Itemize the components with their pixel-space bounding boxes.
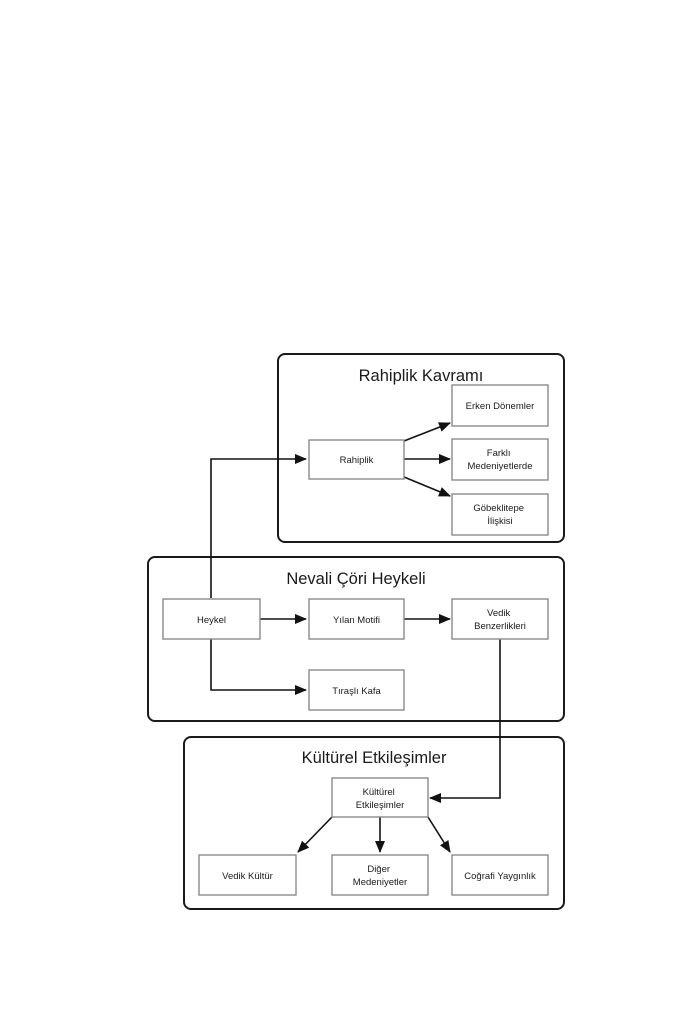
node-vedik-benzerlikleri-label: Vedik Benzerlikleri [474,608,526,632]
node-vedik-benzerlikleri-box [451,598,549,640]
node-diger-medeniyetler-label: Diğer Medeniyetler [353,864,407,888]
node-kulturel-etkilesimler-box [331,777,429,818]
node-diger-medeniyetler: Diğer Medeniyetler [331,854,429,896]
node-vedik-benzerlikleri: Vedik Benzerlikleri [451,598,549,640]
edge-vedik-benzerlikleri-to-kulturel-etkilesimler [429,639,501,803]
edges [210,422,501,853]
node-farkli-medeniyetlerde-box [451,438,549,481]
node-vedik-kultur-box [198,854,297,896]
edge-rahiplik-to-erken-donemler [403,422,451,442]
edge-heykel-to-rahiplik [210,454,307,598]
node-gobeklitepe-iliskisi-label: Göbeklitepe İlişkisi [473,503,526,527]
node-rahiplik: Rahiplik [308,439,405,480]
group-nevali-cori-heykeli-title: Nevali Çöri Heykeli [286,570,425,588]
node-heykel-box [162,598,261,640]
node-tirasli-kafa: Tıraşlı Kafa [308,669,405,711]
edge-heykel-to-tirasli-kafa [210,639,307,695]
group-kulturel-etkilesimler-title: Kültürel Etkileşimler [302,749,447,767]
edge-kulturel-etkilesimler-to-vedik-kultur [297,816,333,853]
node-heykel-label: Heykel [197,615,226,626]
node-tirasli-kafa-label: Tıraşlı Kafa [332,686,381,697]
node-kulturel-etkilesimler: Kültürel Etkileşimler [331,777,429,818]
node-kulturel-etkilesimler-label: Kültürel Etkileşimler [356,787,405,811]
node-yilan-motifi: Yılan Motifi [308,598,405,640]
node-cografi-yayginlik-box [451,854,549,896]
edge-rahiplik-to-gobeklitepe-iliskisi [403,476,451,497]
node-cografi-yayginlik: Coğrafi Yaygınlık [451,854,549,896]
node-heykel: Heykel [162,598,261,640]
node-vedik-kultur-label: Vedik Kültür [222,871,273,882]
node-diger-medeniyetler-box [331,854,429,896]
node-erken-donemler-box [451,384,549,427]
node-erken-donemler-label: Erken Dönemler [466,401,535,412]
node-rahiplik-box [308,439,405,480]
node-gobeklitepe-iliskisi: Göbeklitepe İlişkisi [451,493,549,536]
node-yilan-motifi-label: Yılan Motifi [333,615,380,626]
edge-kulturel-etkilesimler-to-cografi-yayginlik [427,816,451,853]
node-yilan-motifi-box [308,598,405,640]
node-cografi-yayginlik-label: Coğrafi Yaygınlık [464,871,536,882]
node-vedik-kultur: Vedik Kültür [198,854,297,896]
node-erken-donemler: Erken Dönemler [451,384,549,427]
group-rahiplik-kavrami-title: Rahiplik Kavramı [359,367,484,385]
node-farkli-medeniyetlerde-label: Farklı Medeniyetlerde [468,448,533,472]
node-rahiplik-label: Rahiplik [340,455,374,466]
node-tirasli-kafa-box [308,669,405,711]
node-gobeklitepe-iliskisi-box [451,493,549,536]
node-farkli-medeniyetlerde: Farklı Medeniyetlerde [451,438,549,481]
